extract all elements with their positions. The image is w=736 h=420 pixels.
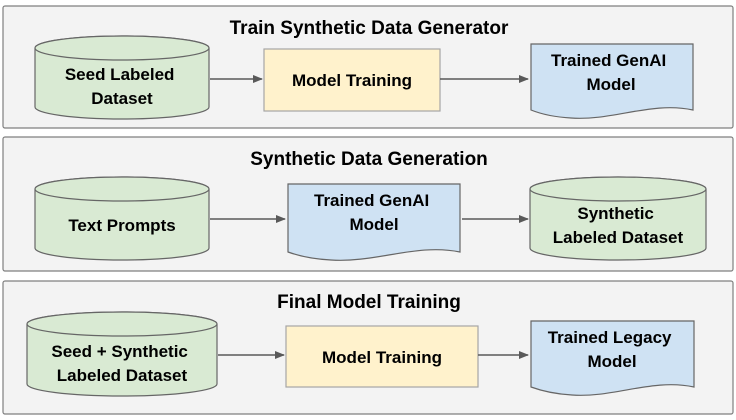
process-box [263,48,441,112]
model-training-node: Model Training [285,325,479,388]
svg-text:Synthetic Labeled Data: Synthetic Labeled Dataset [553,204,684,247]
node-label-line: Trained GenAI [314,191,429,210]
node-label-line: Labeled Dataset [553,228,684,247]
document-icon [530,43,694,119]
model-training-node: Model Training [263,48,441,112]
svg-text:Seed + Synthetic Label: Seed + Synthetic Labeled Dataset [51,342,192,385]
svg-text:Trained GenAI Model: Trained GenAI Model [551,51,671,94]
node-label-line: Model [349,215,398,234]
node-label-line: Seed + Synthetic [51,342,188,361]
node-label-line: Model [586,75,635,94]
panel-synthetic-generation: Synthetic Data Generation Text Prompts T… [2,136,734,272]
panel-title: Final Model Training [277,292,461,313]
node-label-line: Synthetic [577,204,654,223]
svg-text:Trained GenAI Model: Trained GenAI Model [314,191,434,234]
node-label-line: Trained Legacy [548,328,672,347]
svg-text:Seed Labeled Dataset: Seed Labeled Dataset [65,65,179,108]
node-label-line: Seed Labeled [65,65,175,84]
cylinder-top [529,176,707,202]
panel-train-generator: Train Synthetic Data Generator Seed Labe… [2,5,734,129]
cylinder-top [34,35,210,61]
process-box [285,325,479,388]
cylinder-top [26,311,218,337]
panel-final-training: Final Model Training Seed + Synthetic La… [2,280,734,415]
node-label: Text Prompts [68,216,175,235]
svg-text:Trained Legacy Model: Trained Legacy Model [548,328,677,371]
trained-genai-model-node: Trained GenAI Model [530,43,694,119]
panel-title: Train Synthetic Data Generator [230,18,509,39]
seed-labeled-dataset-node: Seed Labeled Dataset [34,35,210,120]
cylinder-top [34,176,210,202]
trained-genai-model-node: Trained GenAI Model [287,183,461,261]
text-prompts-node: Text Prompts [34,176,210,261]
node-label-line: Trained GenAI [551,51,666,70]
node-label-line: Dataset [91,89,153,108]
node-label: Model Training [322,348,442,367]
document-icon [287,183,461,261]
synthetic-labeled-dataset-node: Synthetic Labeled Dataset [529,176,707,261]
node-label-line: Model [587,352,636,371]
seed-synthetic-dataset-node: Seed + Synthetic Labeled Dataset [26,311,218,397]
trained-legacy-model-node: Trained Legacy Model [530,320,695,396]
document-icon [530,320,695,396]
node-label-line: Labeled Dataset [57,366,188,385]
panel-title: Synthetic Data Generation [250,149,488,170]
node-label: Model Training [292,71,412,90]
